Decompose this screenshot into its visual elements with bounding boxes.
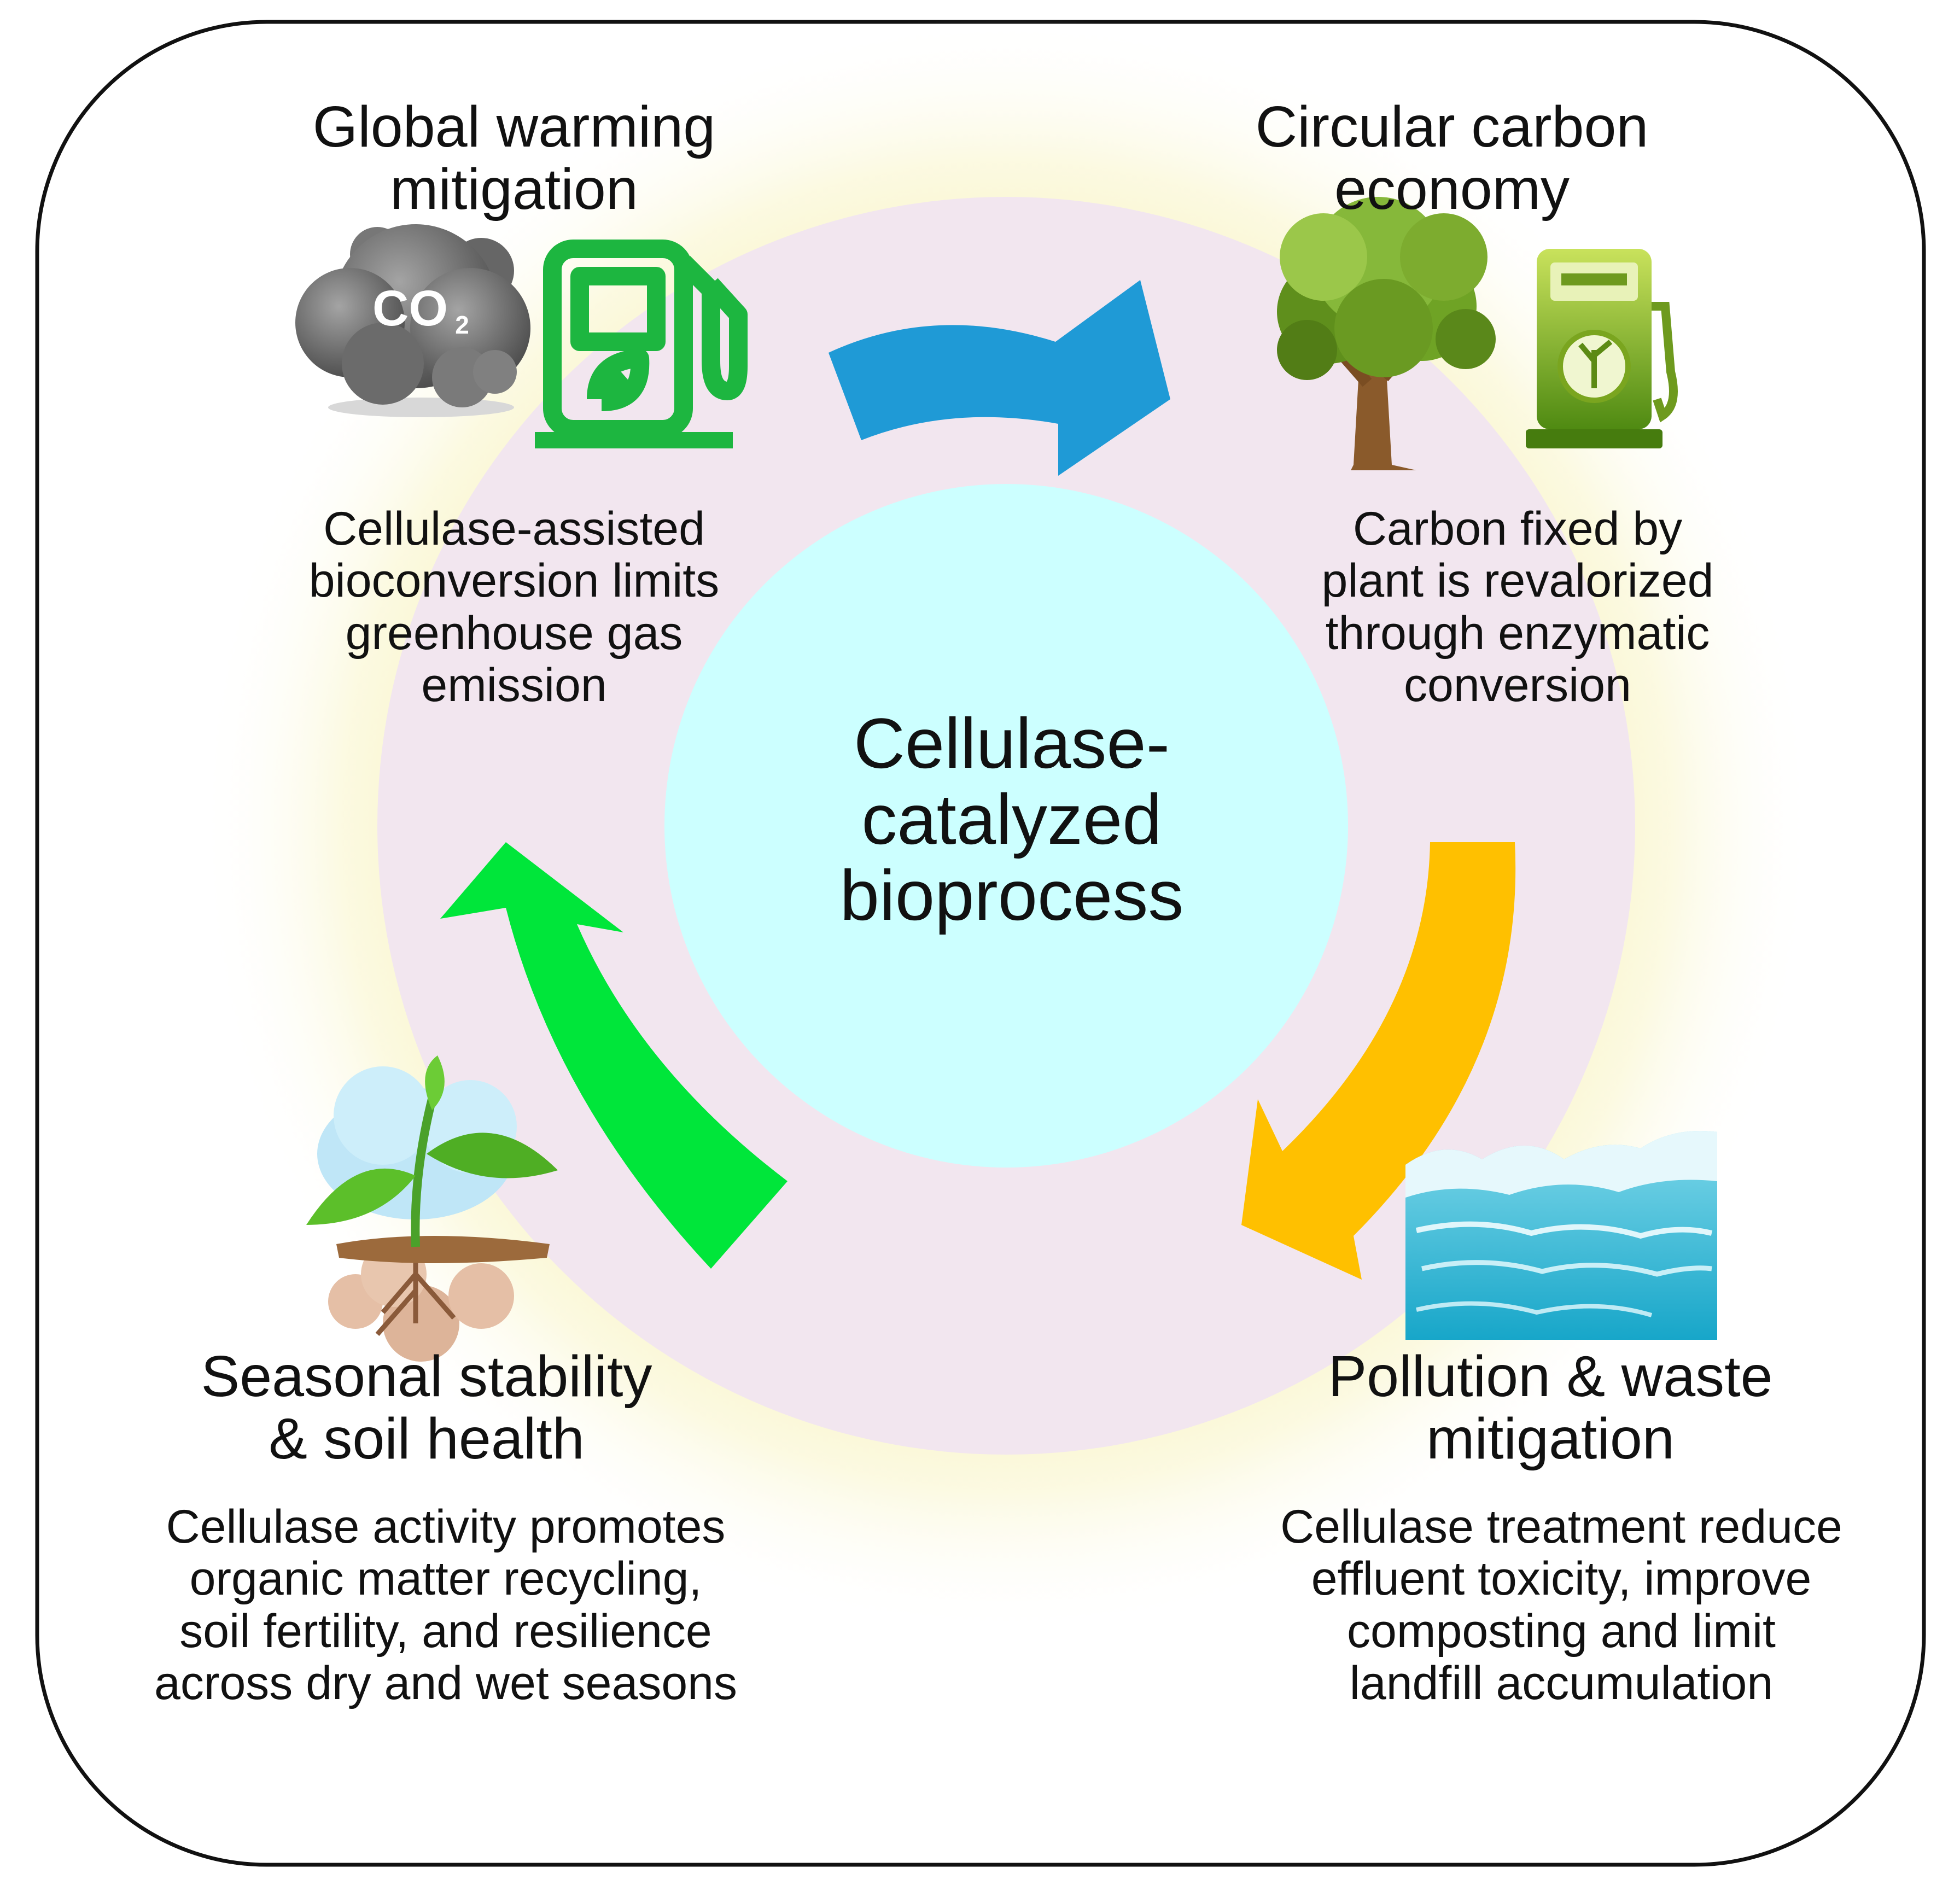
co2-cloud-icon: CO 2	[295, 224, 530, 417]
green-fuel-pump-icon	[535, 240, 748, 448]
water-waves-icon	[1405, 1131, 1717, 1340]
biofuel-pump-icon	[1526, 249, 1678, 448]
center-circle	[664, 484, 1348, 1168]
svg-text:2: 2	[455, 311, 469, 339]
pollution-waste-description: Cellulase treatment reduce effluent toxi…	[1280, 1501, 1842, 1710]
circular-carbon-description: Carbon fixed by plant is revalorized thr…	[1321, 503, 1714, 712]
cycle-arrow-orange	[1241, 842, 1516, 1280]
global-warming-title: Global warming mitigation	[312, 95, 716, 222]
tree-icon	[1277, 197, 1496, 470]
pollution-waste-title: Pollution & waste mitigation	[1328, 1344, 1773, 1472]
seasonal-stability-title: Seasonal stability & soil health	[201, 1344, 652, 1472]
seedling-soil-icon	[306, 1055, 558, 1362]
svg-text:CO: CO	[372, 281, 448, 336]
seasonal-stability-description: Cellulase activity promotes organic matt…	[154, 1501, 737, 1710]
cycle-arrow-blue	[829, 280, 1170, 476]
circular-carbon-title: Circular carbon economy	[1255, 95, 1649, 222]
cycle-arrow-green	[440, 842, 788, 1269]
global-warming-description: Cellulase-assisted bioconversion limits …	[308, 503, 720, 712]
center-title: Cellulase- catalyzed bioprocess	[839, 703, 1184, 936]
